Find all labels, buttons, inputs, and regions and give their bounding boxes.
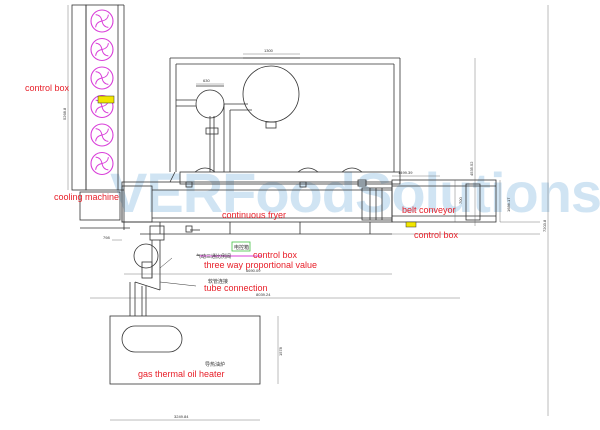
label-cooling-machine: cooling machine (54, 192, 119, 202)
cooling-machine (71, 4, 130, 230)
dim-6690: 6690.09 (246, 268, 261, 273)
dim-798: 798 (103, 235, 110, 240)
fan-icon (90, 151, 114, 176)
tube-leader (159, 281, 197, 287)
fan-icon (90, 66, 114, 90)
dim-1300: 1300 (264, 48, 274, 53)
dim-700: 700 (458, 197, 463, 204)
dim-3249: 3249.84 (174, 414, 189, 419)
valve-leader (159, 257, 173, 269)
label-continuous-fryer: continuous fryer (222, 210, 286, 220)
oil-tank-large (242, 57, 300, 129)
control-box-left-marker (97, 95, 115, 104)
valve-cn-note: 气动三通比例阀 (196, 253, 231, 260)
fan-icon (90, 37, 114, 62)
dimension-lines (67, 5, 549, 421)
belt-conveyor (361, 179, 497, 223)
control-box-cn-note: 电控箱 (234, 244, 249, 251)
watermark: VERFoodSolutions (110, 161, 600, 224)
dim-7203: 7203.8 (542, 219, 547, 232)
gas-thermal-oil-heater (109, 315, 261, 385)
fan-icon (90, 94, 114, 119)
proportional-valve-assembly (129, 225, 200, 316)
control-box-right-marker (405, 221, 417, 228)
tube-cn-note: 软管连接 (208, 278, 228, 285)
label-belt-conveyor: belt conveyor (402, 205, 456, 215)
dim-630: 630 (203, 78, 210, 83)
label-control-box-right: control box (414, 230, 459, 240)
control-box-center-marker: 电控箱 (200, 241, 262, 257)
expansion-tank-small (195, 85, 225, 119)
dim-1499: 1499.39 (398, 170, 413, 175)
dim-5268: 5268.8 (62, 107, 67, 120)
heater-cn-note: 导热油炉 (205, 361, 225, 368)
dim-4535: 4535.52 (469, 161, 474, 176)
label-three-way-valve: three way proportional value (204, 260, 317, 270)
dim-8039: 8039.24 (256, 292, 271, 297)
dim-1686: 1686.17 (506, 197, 511, 212)
label-control-box-center: control box (253, 250, 298, 260)
label-tube-connection: tube connection (204, 283, 268, 293)
fan-icon (90, 9, 114, 33)
fan-icon (90, 123, 114, 147)
label-gas-thermal-oil-heater: gas thermal oil heater (138, 369, 225, 379)
dim-1578: 1578 (278, 346, 283, 356)
cooling-fans (90, 9, 114, 176)
label-control-box-left: control box (25, 83, 70, 93)
